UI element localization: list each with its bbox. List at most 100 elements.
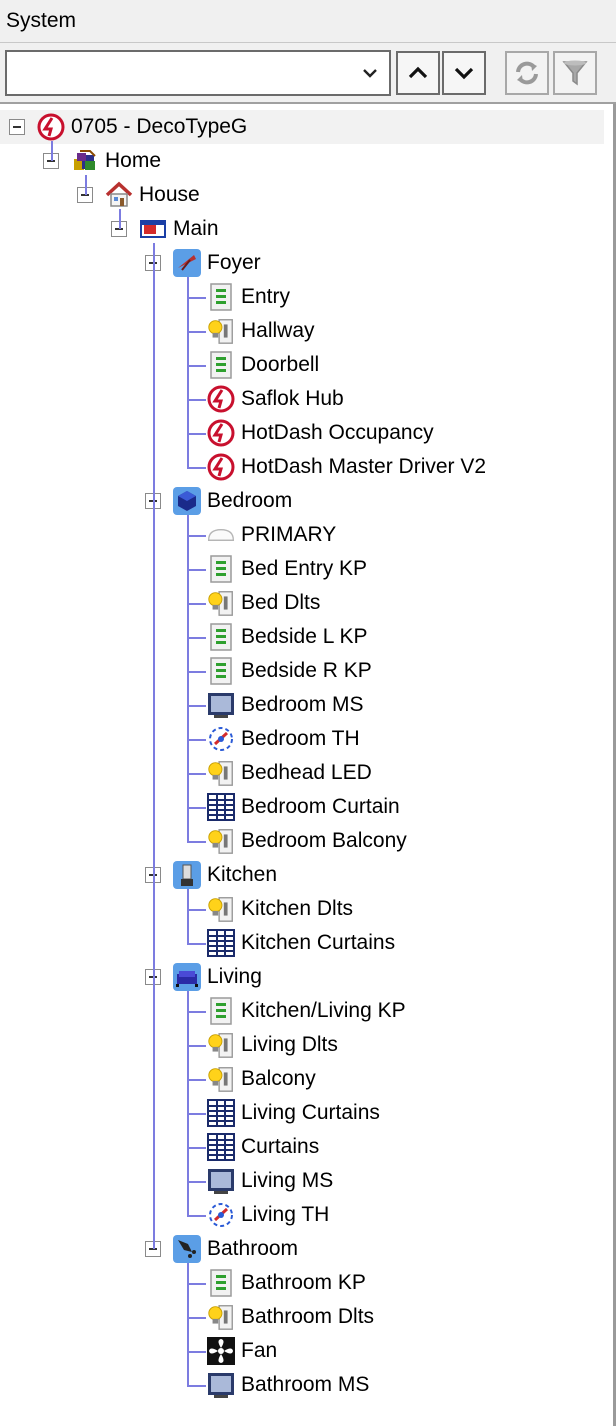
tree-connector-line — [187, 671, 206, 673]
tree-connector-line — [187, 1283, 206, 1285]
tree-connector-line — [187, 943, 206, 945]
tree-node-room[interactable]: Living — [172, 960, 262, 994]
tree-connector-line — [85, 175, 87, 195]
tree-node-device[interactable]: Bathroom MS — [206, 1368, 369, 1402]
tree-node-device[interactable]: Bedroom MS — [206, 688, 364, 722]
tree-node-device[interactable]: Bed Entry KP — [206, 552, 367, 586]
light-bulb-icon — [206, 894, 236, 924]
tree-node-home[interactable]: Home — [70, 144, 161, 178]
tree-node-device[interactable]: PRIMARY — [206, 518, 336, 552]
tree-connector-line — [187, 705, 206, 707]
tree-node-label: PRIMARY — [241, 523, 337, 546]
tree-connector-line — [187, 297, 206, 299]
tree-node-device[interactable]: Living Curtains — [206, 1096, 380, 1130]
tree-node-device[interactable]: Kitchen Dlts — [206, 892, 353, 926]
keypad-icon — [206, 622, 236, 652]
tree-node-device[interactable]: Doorbell — [206, 348, 319, 382]
tree-node-device[interactable]: Fan — [206, 1334, 277, 1368]
tree-node-label: Kitchen Dlts — [241, 897, 354, 920]
light-bulb-icon — [206, 1030, 236, 1060]
monitor-icon — [206, 690, 236, 720]
tree-node-label: Bathroom MS — [241, 1373, 370, 1396]
tree-connector-line — [187, 603, 206, 605]
move-up-button[interactable] — [396, 51, 440, 95]
tree-node-device[interactable]: Bedside R KP — [206, 654, 372, 688]
tree-node-device[interactable]: HotDash Master Driver V2 — [206, 450, 486, 484]
processor-icon — [206, 520, 236, 550]
tree-node-label: Bathroom — [207, 1237, 299, 1260]
tree-node-label: Bedroom MS — [241, 693, 364, 716]
tree-connector-line — [187, 365, 206, 367]
tree-node-label: Bedside R KP — [241, 659, 372, 682]
tree-node-label: Balcony — [241, 1067, 316, 1090]
keypad-icon — [206, 554, 236, 584]
tree-node-device[interactable]: Bedhead LED — [206, 756, 372, 790]
saflok-icon — [206, 452, 236, 482]
tree-node-device[interactable]: Living TH — [206, 1198, 329, 1232]
tree-node-device[interactable]: Living Dlts — [206, 1028, 338, 1062]
tree-node-device[interactable]: Hallway — [206, 314, 315, 348]
tree-connector-line — [187, 433, 206, 435]
tree-connector-line — [51, 141, 53, 161]
tree-node-device[interactable]: Bedside L KP — [206, 620, 367, 654]
light-bulb-icon — [206, 316, 236, 346]
tree-connector-line — [187, 569, 206, 571]
keypad-icon — [206, 350, 236, 380]
tree-node-label: Kitchen Curtains — [241, 931, 396, 954]
tree-node-label: Living Curtains — [241, 1101, 380, 1124]
system-tree — [0, 104, 604, 1426]
tree-connector-line — [187, 1385, 206, 1387]
tree-node-room[interactable]: Bathroom — [172, 1232, 298, 1266]
tree-connector-line — [153, 243, 155, 1249]
tree-connector-line — [187, 1317, 206, 1319]
tree-connector-line — [187, 515, 189, 841]
tree-node-device[interactable]: Bathroom KP — [206, 1266, 366, 1300]
tree-connector-line — [187, 467, 206, 469]
system-combo[interactable] — [5, 50, 391, 96]
blender-icon — [172, 860, 202, 890]
tree-node-device[interactable]: Balcony — [206, 1062, 316, 1096]
collapse-toggle-icon[interactable] — [9, 119, 25, 135]
refresh-icon — [516, 61, 538, 85]
tree-node-root[interactable]: 0705 - DecoTypeG — [36, 110, 247, 144]
tree-connector-line — [187, 1011, 206, 1013]
panel-title: System — [0, 0, 616, 42]
tree-node-label: House — [139, 183, 200, 206]
tree-connector-line — [187, 1181, 206, 1183]
tree-node-room[interactable]: Foyer — [172, 246, 261, 280]
collapse-toggle-icon[interactable] — [77, 187, 93, 203]
tree-connector-line — [187, 807, 206, 809]
tree-node-device[interactable]: HotDash Occupancy — [206, 416, 434, 450]
chevron-down-icon[interactable] — [355, 52, 385, 94]
tree-node-device[interactable]: Bed Dlts — [206, 586, 320, 620]
tree-connector-line — [187, 399, 206, 401]
tree-node-device[interactable]: Bathroom Dlts — [206, 1300, 374, 1334]
tree-node-device[interactable]: Living MS — [206, 1164, 333, 1198]
tree-node-device[interactable]: Saflok Hub — [206, 382, 344, 416]
tree-node-label: Living Dlts — [241, 1033, 338, 1056]
tree-node-label: Fan — [241, 1339, 278, 1362]
sofa-icon — [172, 962, 202, 992]
tree-node-room[interactable]: Bedroom — [172, 484, 292, 518]
collapse-toggle-icon[interactable] — [43, 153, 59, 169]
tree-node-room[interactable]: Kitchen — [172, 858, 277, 892]
tree-connector-line — [187, 909, 206, 911]
tree-node-device[interactable]: Kitchen/Living KP — [206, 994, 406, 1028]
tree-node-device[interactable]: Bedroom TH — [206, 722, 360, 756]
tree-node-device[interactable]: Entry — [206, 280, 290, 314]
tree-node-house[interactable]: House — [104, 178, 200, 212]
chevron-up-icon — [408, 66, 428, 79]
light-bulb-icon — [206, 1302, 236, 1332]
refresh-button[interactable] — [505, 51, 549, 95]
tree-node-label: Bathroom Dlts — [241, 1305, 375, 1328]
tree-node-device[interactable]: Curtains — [206, 1130, 319, 1164]
tree-node-label: Bedroom — [207, 489, 293, 512]
move-down-button[interactable] — [442, 51, 486, 95]
keypad-icon — [206, 656, 236, 686]
tree-node-main[interactable]: Main — [138, 212, 219, 246]
tree-node-device[interactable]: Bedroom Balcony — [206, 824, 407, 858]
filter-button[interactable] — [553, 51, 597, 95]
tree-node-device[interactable]: Bedroom Curtain — [206, 790, 400, 824]
tree-connector-line — [119, 209, 121, 229]
tree-node-device[interactable]: Kitchen Curtains — [206, 926, 395, 960]
